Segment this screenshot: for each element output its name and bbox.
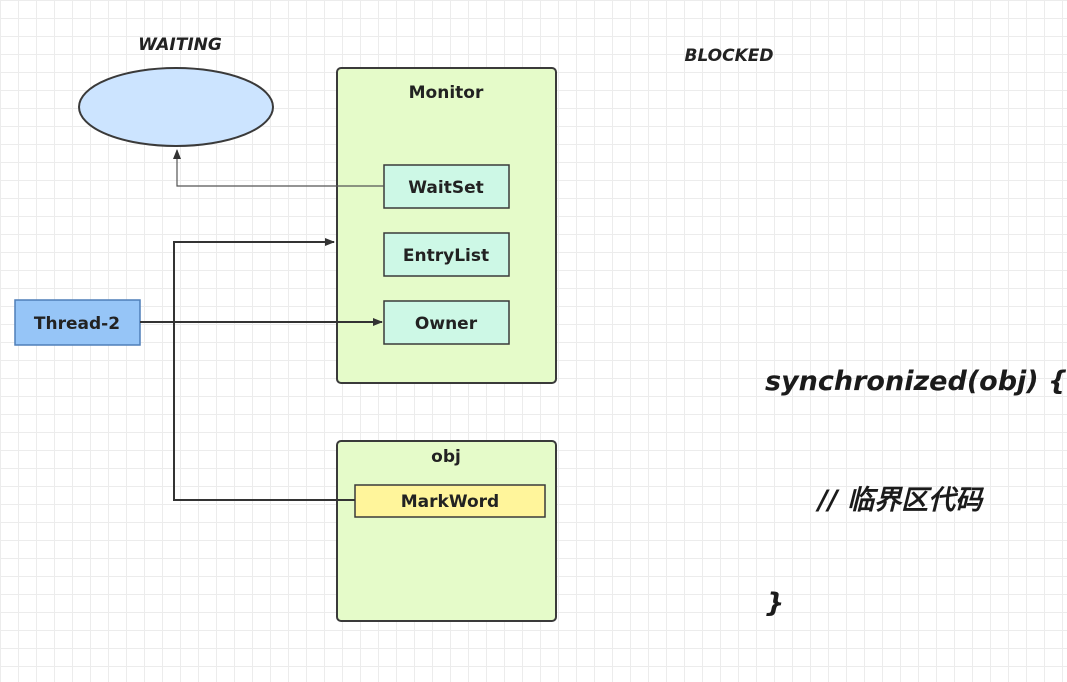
markword-label: MarkWord (401, 492, 499, 512)
thread-2-box (14, 299, 141, 346)
entrylist-label: EntryList (403, 246, 489, 266)
thread-2-label: Thread-2 (34, 314, 120, 334)
waiting-label: WAITING (138, 35, 222, 55)
code-line-closing-brace: } (765, 588, 785, 619)
obj-box (336, 440, 557, 622)
entrylist-box (383, 232, 510, 277)
waitset-to-waiting-arrow (173, 149, 384, 187)
waitset-label: WaitSet (408, 178, 483, 198)
waitset-box (383, 164, 510, 209)
code-line-synchronized: synchronized(obj) { (765, 366, 1067, 397)
owner-label: Owner (415, 314, 478, 334)
monitor-title: Monitor (409, 83, 484, 103)
obj-title: obj (431, 447, 461, 467)
blocked-label: BLOCKED (684, 46, 773, 66)
markword-box (354, 484, 546, 518)
markword-to-monitor-arrow (173, 238, 355, 501)
waiting-ellipse (78, 67, 274, 147)
code-line-comment: // 临界区代码 (818, 485, 983, 516)
owner-box (383, 300, 510, 345)
